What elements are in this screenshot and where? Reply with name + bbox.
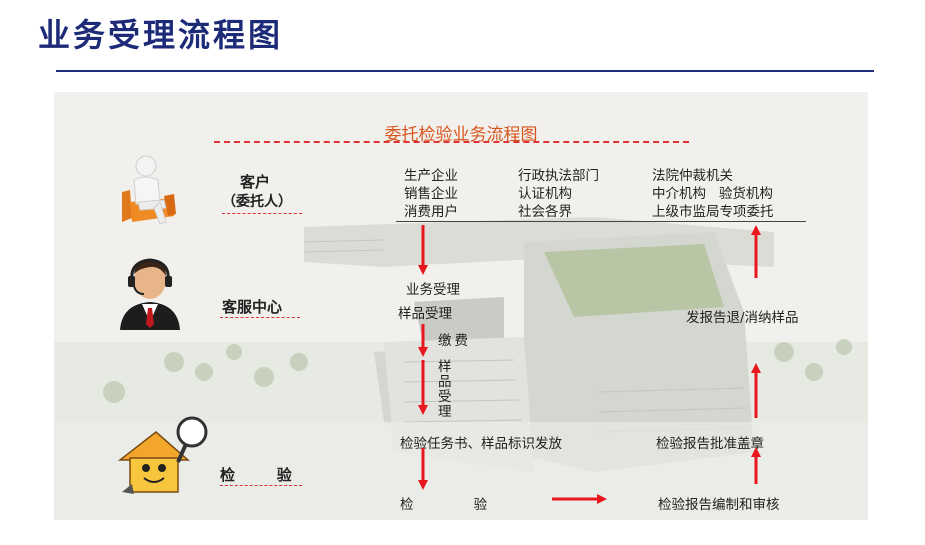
inspection-magnifier-icon: [117, 416, 208, 494]
step-report-compile: 检验报告编制和审核: [658, 497, 780, 513]
client-item: 消费用户: [404, 204, 458, 220]
client-item: 认证机构: [518, 186, 572, 202]
title-divider: [56, 70, 874, 72]
customer-label: 客户: [240, 173, 271, 191]
flow-arrows: [418, 225, 761, 504]
step-task-issue: 检验任务书、样品标识发放: [400, 436, 562, 452]
building-background-image: [54, 92, 868, 520]
step-sample-accept-vertical: 样品受理: [438, 359, 452, 420]
step-business-accept: 业务受理: [406, 282, 460, 298]
step-report-release: 发报告退/消纳样品: [686, 310, 799, 326]
diagram-title: 委托检验业务流程图: [384, 125, 538, 145]
client-item: 社会各界: [518, 204, 572, 220]
customer-icon: [122, 155, 176, 225]
step-report-approve: 检验报告批准盖章: [656, 436, 764, 452]
clients-underline: [396, 221, 806, 222]
inspection-label: 检 验: [220, 466, 292, 484]
service-center-label-underline: [220, 317, 300, 318]
client-item: 生产企业: [404, 168, 458, 184]
step-inspect: 检 验: [400, 497, 488, 513]
step-payment: 缴费: [438, 333, 471, 349]
client-item: 销售企业: [404, 186, 458, 202]
client-item: 法院仲裁机关: [652, 168, 733, 184]
customer-service-icon: [120, 258, 180, 330]
page-title: 业务受理流程图: [38, 16, 284, 54]
client-item: 行政执法部门: [518, 168, 599, 184]
service-center-label: 客服中心: [222, 298, 283, 316]
customer-sublabel: （委托人）: [222, 194, 292, 210]
client-item: 中介机构 验货机构: [652, 186, 773, 202]
step-sample-accept: 样品受理: [398, 306, 452, 322]
diagram-title-underline: [214, 141, 689, 143]
customer-label-underline: [222, 213, 302, 214]
flowchart-panel: 委托检验业务流程图 客户 （委托人） 客服中心 检: [54, 92, 868, 520]
client-item: 上级市监局专项委托: [652, 204, 774, 220]
inspection-label-underline: [220, 485, 302, 486]
